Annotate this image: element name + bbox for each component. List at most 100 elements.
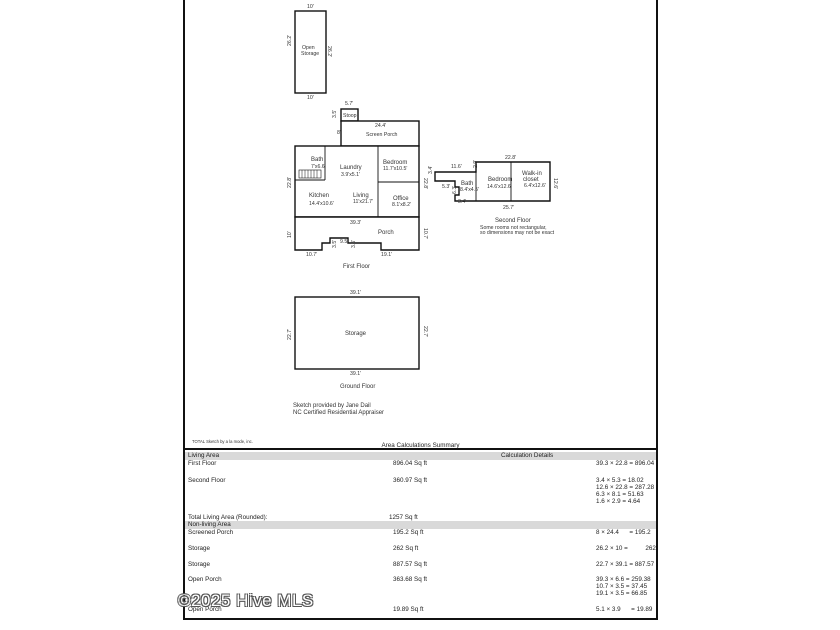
room-label: Bedroom <box>488 177 512 183</box>
dim-label: 39.1' <box>350 371 361 377</box>
room-label: Open <box>302 45 315 51</box>
dim-label: 8' <box>337 130 341 136</box>
row-label: Storage <box>188 545 211 552</box>
row-area: 887.57 Sq ft <box>393 561 427 568</box>
nonliving-area-header: Non-living Area <box>185 521 656 529</box>
note-text: Some rooms not rectangular, <box>480 225 547 231</box>
row-area: 896.04 Sq ft <box>393 460 427 467</box>
total-label: Total Living Area (Rounded): <box>188 514 268 521</box>
dim-label: 3.5' <box>332 110 338 118</box>
dim-label: 11.6' <box>451 164 462 170</box>
floor-label: Second Floor <box>495 218 531 224</box>
dim-label: 26.2' <box>326 46 332 57</box>
watermark: ©2025 Hive MLS <box>178 591 314 610</box>
software-credit: TOTAL Sketch by a la mode, inc. <box>192 439 253 444</box>
row-calc: 5.1 × 3.9 = 19.89 <box>596 606 653 613</box>
room-label: Office <box>393 196 409 202</box>
room-label: Bath <box>311 157 323 163</box>
room-size: 7'x6.6' <box>311 164 326 170</box>
section-header: Non-living Area <box>188 521 231 528</box>
open-storage-area: 10' 10' 26.2' 26.2' Open Storage <box>287 4 332 101</box>
dim-label: 10' <box>307 4 314 10</box>
row-calc: 6.3 × 8.1 = 51.63 <box>596 491 644 498</box>
dim-label: 3.5' <box>332 240 338 248</box>
living-area-header: Living Area Calculation Details <box>185 452 656 460</box>
row-label: Second Floor <box>188 477 226 484</box>
total-value: 1257 Sq ft <box>389 514 418 521</box>
dim-label: 25.7' <box>503 205 514 211</box>
row-calc: 22.7 × 39.1 = 887.57 <box>596 561 655 568</box>
section-header: Living Area <box>188 452 220 459</box>
floor-label: First Floor <box>343 264 370 270</box>
room-size: 3.9'x5.1' <box>341 172 360 178</box>
row-label: Open Porch <box>188 576 222 583</box>
row-label: Screened Porch <box>188 529 234 536</box>
appraiser-credit: Sketch provided by Jane Dail <box>293 403 371 409</box>
row-calc: 39.3 × 22.8 = 896.04 <box>596 460 655 467</box>
dim-label: 10.7' <box>422 228 428 239</box>
dim-label: 12.6' <box>552 178 558 189</box>
row-calc: 1.6 × 2.9 = 4.64 <box>596 498 641 505</box>
ground-floor-plan: Storage 39.1' 39.1' 22.7' 22.7' Ground F… <box>287 290 428 390</box>
area-summary-table: Area Calculations Summary Living Area Ca… <box>185 442 656 620</box>
stairs-icon <box>298 169 322 179</box>
row-area: 360.97 Sq ft <box>393 477 427 484</box>
dim-label: 5.3' <box>442 184 450 190</box>
dim-label: 22.7' <box>287 329 293 340</box>
dim-label: 9.5' <box>340 239 348 245</box>
dim-label: 19.1' <box>381 252 392 258</box>
room-label: Porch <box>378 230 394 236</box>
column-header: Calculation Details <box>501 452 554 459</box>
dim-label: 3.4' <box>458 199 466 205</box>
row-calc: 12.6 × 22.8 = 287.28 <box>596 484 655 491</box>
room-size: 8.4'x4.5' <box>460 187 479 193</box>
note-text: so dimensions may not be exact <box>480 230 555 236</box>
row-area: 19.89 Sq ft <box>393 606 424 613</box>
dim-label: 3.5' <box>351 240 357 248</box>
dim-label: 22.8' <box>287 177 293 188</box>
appraiser-title: NC Certified Residential Appraiser <box>293 410 384 416</box>
dim-label: 10.7' <box>306 252 317 258</box>
dim-label: 10' <box>307 95 314 101</box>
room-label: Living <box>353 193 369 199</box>
room-size: 11'x21.7' <box>353 199 373 205</box>
room-size: 6.4'x12.6' <box>524 183 546 189</box>
dim-label: 6.3' <box>452 186 458 194</box>
document-page: 10' 10' 26.2' 26.2' Open Storage Stoop 5… <box>183 0 658 620</box>
room-label: Storage <box>345 331 367 337</box>
room-size: 14.4'x10.6' <box>309 201 334 207</box>
dim-label: 3.4' <box>428 166 434 174</box>
room-size: 8.1'x8.2' <box>392 202 411 208</box>
room-label: Bedroom <box>383 160 407 166</box>
row-calc: 10.7 × 3.5 = 37.45 <box>596 583 648 590</box>
room-size: 14.6'x12.6' <box>487 184 512 190</box>
dim-label: 10' <box>287 231 293 238</box>
dim-label: 39.1' <box>350 290 361 296</box>
row-area: 363.68 Sq ft <box>393 576 427 583</box>
floor-plan-sketch: 10' 10' 26.2' 26.2' Open Storage Stoop 5… <box>192 4 558 444</box>
dim-label: 2.9' <box>473 160 479 168</box>
row-calc: 26.2 × 10 = 262 <box>596 545 656 552</box>
dim-label: 22.8' <box>422 178 428 189</box>
room-label: Kitchen <box>309 193 329 199</box>
dim-label: 5.7' <box>345 101 353 107</box>
room-label: closet <box>523 177 539 183</box>
second-floor-plan: Bedroom 14.6'x12.6' Bath 8.4'x4.5' Walk-… <box>428 155 558 236</box>
row-calc: 19.1 × 3.5 = 66.85 <box>596 590 648 597</box>
dim-label: 26.2' <box>287 35 293 46</box>
row-label: First Floor <box>188 460 217 467</box>
row-calc: 3.4 × 5.3 = 18.02 <box>596 477 644 484</box>
row-label: Storage <box>188 561 211 568</box>
row-area: 262 Sq ft <box>393 545 419 552</box>
dim-label: 22.8' <box>505 155 516 161</box>
dim-label: 24.4' <box>375 123 386 129</box>
first-floor-plan: Stoop 5.7' 3.5' Screen Porch 24.4' 8' Ba… <box>287 101 428 270</box>
room-label: Storage <box>301 51 319 57</box>
room-label: Stoop <box>343 113 357 119</box>
room-label: Walk-in <box>522 171 542 177</box>
room-label: Laundry <box>340 165 362 171</box>
summary-title: Area Calculations Summary <box>381 442 460 449</box>
row-area: 195.2 Sq ft <box>393 529 424 536</box>
room-label: Screen Porch <box>366 132 398 138</box>
room-label: Bath <box>461 181 473 187</box>
